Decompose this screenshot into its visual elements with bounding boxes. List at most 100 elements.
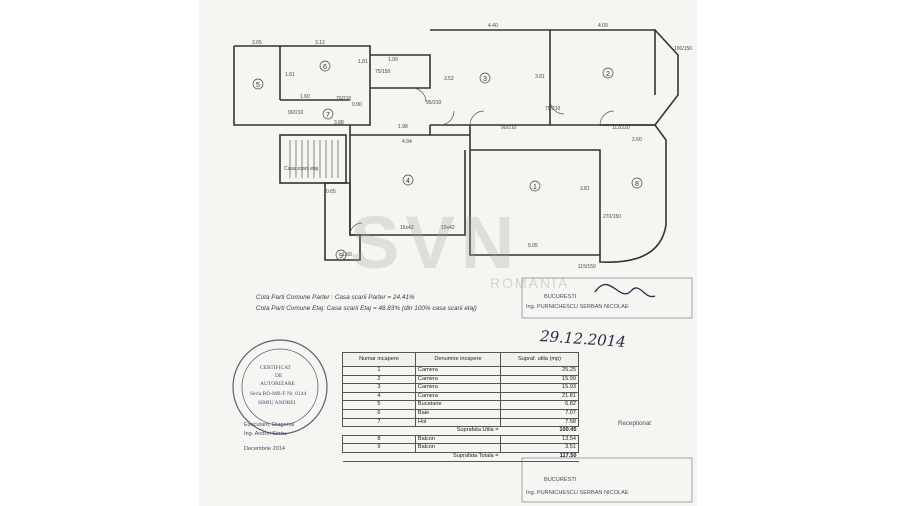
- table-row: 8 Balcon 13.54: [342, 434, 579, 445]
- cell-name: Balcon: [414, 434, 502, 445]
- table-row: 1 Camera 25.25: [342, 366, 579, 376]
- dim-label: 3.12: [315, 40, 325, 46]
- dim-label: 90/210: [501, 125, 517, 131]
- dim-label: 3.52: [444, 76, 454, 82]
- dim-label: 3.05: [252, 40, 262, 46]
- dim-label: 15x42: [400, 225, 414, 231]
- dim-label: 4.40: [488, 23, 498, 29]
- dim-label: 1.60: [342, 252, 352, 258]
- stamp-certificat: CERTIFICAT: [260, 365, 291, 371]
- cell-number: 7: [342, 417, 416, 428]
- table-row: 5 Bucatarie 6.82: [342, 400, 579, 410]
- dim-label: 1.81: [358, 59, 368, 65]
- dim-label: 100/150: [674, 46, 692, 52]
- table-row: 9 Balcon 3.51: [342, 443, 579, 453]
- dim-label: 270/150: [603, 214, 621, 220]
- table-row: 3 Camera 15.93: [342, 383, 579, 393]
- dim-label: 3.81: [535, 74, 545, 80]
- executant-engineer: Ing. Andrei Simiu: [244, 431, 287, 437]
- dim-label: 4.94: [402, 139, 412, 145]
- dim-label: 1.61: [285, 72, 295, 78]
- table-row: 2 Camera 15.99: [342, 374, 579, 385]
- dim-label: 4.09: [598, 23, 608, 29]
- dim-label: 112/220: [612, 125, 630, 131]
- stamp-top-city: BUCURESTI: [544, 294, 577, 300]
- table-header-row: Numar incapere Denumire incapere Supraf.…: [342, 352, 579, 367]
- cota-parter: Cota Parti Comune Parter : Casa scarii P…: [256, 294, 415, 301]
- stamp-bottom-engineer: Ing. PURNICHESCU SERBAN NICOLAE: [526, 490, 629, 496]
- dim-label: 95/210: [426, 100, 442, 106]
- stamp-bottom-city: BUCURESTI: [544, 477, 577, 483]
- dim-label: 90/210: [288, 110, 304, 116]
- cell-area: 3.51: [500, 443, 579, 453]
- watermark-logo: SVN: [350, 201, 521, 284]
- room-label-4: 4: [406, 178, 410, 185]
- room-label-5: 5: [256, 82, 260, 89]
- surface-table: Numar incapere Denumire incapere Supraf.…: [342, 352, 579, 462]
- sum-total-value: 117.50: [500, 451, 579, 462]
- table-row: 4 Camera 21.81: [342, 391, 579, 402]
- cell-area: 6.82: [500, 400, 579, 410]
- cell-number: 9: [342, 443, 416, 453]
- sum-total-label: Suprafata Totala =: [342, 451, 501, 462]
- dim-label: 5.05: [528, 243, 538, 249]
- cell-number: 5: [342, 400, 416, 410]
- room-label-9: 9: [339, 253, 343, 260]
- cell-area: 25.25: [500, 366, 579, 376]
- cell-name: Camera: [414, 383, 502, 393]
- dim-label: 70/210: [336, 96, 352, 102]
- cell-number: 8: [342, 434, 416, 445]
- cell-number: 4: [342, 391, 416, 402]
- table-row: 7 Hol 7.58: [342, 417, 579, 428]
- cell-area: 15.93: [500, 383, 579, 393]
- stair-label: Casa scarii etaj: [284, 166, 318, 172]
- room-label-3: 3: [483, 76, 487, 83]
- header-numar: Numar incapere: [342, 352, 416, 367]
- room-label-7: 7: [326, 112, 330, 119]
- dim-label: 15x42: [441, 225, 455, 231]
- cell-name: Camera: [414, 366, 502, 376]
- stamp-seria: Seria RO-MB-F Nr. 0144: [250, 391, 307, 397]
- executant-date: Decembrie 2014: [244, 446, 286, 452]
- stamp-top-engineer: Ing. PURNICHESCU SERBAN NICOLAE: [526, 304, 629, 310]
- table-row: 6 Baie 7.07: [342, 408, 579, 419]
- cell-area: 13.54: [500, 434, 579, 445]
- sum-utila-label: Suprafata Utila =: [342, 426, 501, 436]
- room-label-6: 6: [323, 64, 327, 71]
- dim-label: 115/150: [578, 264, 596, 270]
- stamp-name: SIMIU ANDREI: [258, 400, 296, 406]
- cell-number: 3: [342, 383, 416, 393]
- cell-name: Baie: [414, 408, 502, 419]
- header-suprafata: Supraf. utila (mp): [500, 352, 579, 367]
- cell-name: Camera: [414, 374, 502, 385]
- cell-area: 15.99: [500, 374, 579, 385]
- document-page: 5 6 3 2 7 4 1 8 9 3.05 3.12 4.40 4.09 3.…: [200, 0, 696, 506]
- cell-name: Balcon: [414, 443, 502, 453]
- sum-total-row: Suprafata Totala = 117.50: [342, 451, 579, 462]
- room-label-1: 1: [533, 184, 537, 191]
- header-denumire: Denumire incapere: [414, 352, 502, 367]
- dim-label: 75/150: [375, 69, 391, 75]
- cell-name: Bucatarie: [414, 400, 502, 410]
- dim-label: 1.00: [388, 57, 398, 63]
- dim-label: 0.90: [352, 102, 362, 108]
- cell-number: 6: [342, 408, 416, 419]
- cell-area: 7.58: [500, 417, 579, 428]
- receptionat-label: Receptionat: [618, 420, 652, 427]
- room-label-2: 2: [606, 71, 610, 78]
- watermark-sub: ROMANIA: [490, 275, 570, 291]
- stamp-autorizare: AUTORIZARE: [260, 381, 296, 387]
- dim-label: 1.98: [398, 124, 408, 130]
- cell-number: 2: [342, 374, 416, 385]
- floor-plan: 5 6 3 2 7 4 1 8 9 3.05 3.12 4.40 4.09 3.…: [232, 23, 693, 503]
- cota-etaj: Cota Parti Comune Etaj: Casa scarii Etaj…: [256, 305, 477, 312]
- dim-label: 1.60: [300, 94, 310, 100]
- dim-label: 75/210: [545, 106, 561, 112]
- dim-label: 0.65: [326, 189, 336, 195]
- cell-area: 21.81: [500, 391, 579, 402]
- cell-name: Camera: [414, 391, 502, 402]
- dim-label: 2.60: [632, 137, 642, 143]
- stamp-de: DE: [275, 373, 283, 379]
- executant-company: Executant, Diagonal: [244, 422, 295, 428]
- cell-name: Hol: [414, 417, 502, 428]
